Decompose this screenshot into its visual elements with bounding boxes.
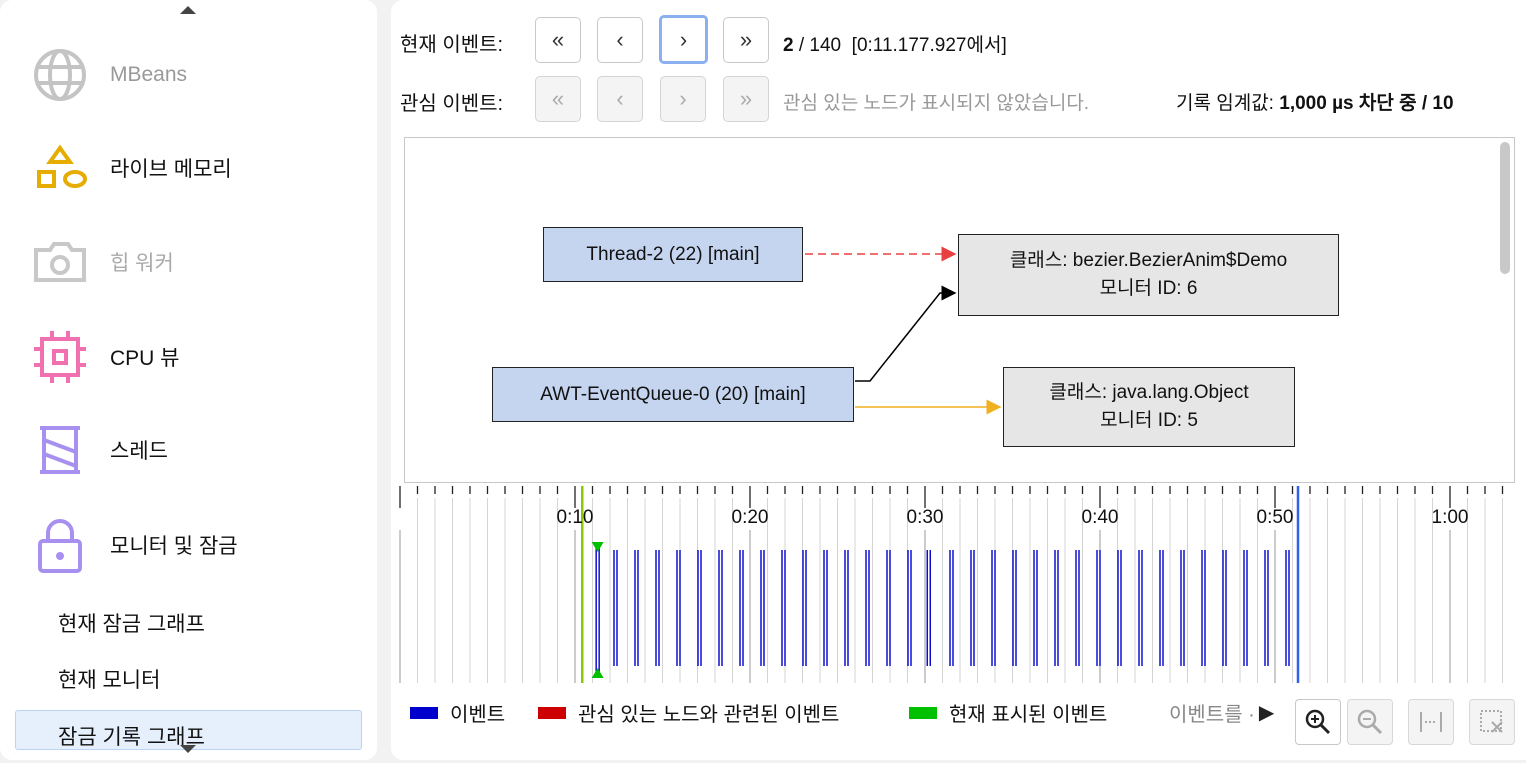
tick-label: 1:00 [1431,507,1469,528]
sidebar-item-cpu[interactable]: CPU 뷰 [30,327,180,387]
zoom-out-icon [1357,709,1383,735]
sidebar-item-monitors-locks[interactable]: 모니터 및 잠금 [30,515,238,575]
legend-related: 관심 있는 노드와 관련된 이벤트 [538,698,839,727]
sidebar-item-live-memory[interactable]: 라이브 메모리 [30,138,232,198]
sidebar-item-label: 힙 워커 [110,252,174,275]
sidebar: MBeans 라이브 메모리 힙 워커 CPU 뷰 스레드 모니터 및 잠금 현… [0,0,377,760]
graph-scrollbar[interactable] [1500,142,1510,274]
event-total: / 140 [0:11.177.927에서] [793,35,1007,56]
tick-label: 0:20 [731,507,769,528]
monitor-node-demo[interactable]: 클래스: bezier.BezierAnim$Demo 모니터 ID: 6 [958,234,1339,316]
cpu-icon [34,331,86,383]
legend-swatch [538,706,566,719]
threshold-label: 기록 임계값: [1176,93,1274,114]
zoom-out-button[interactable] [1347,699,1393,745]
node-class: 클래스: java.lang.Object [1049,382,1249,403]
sidebar-subitem-lock-history-graph[interactable]: 잠금 기록 그래프 [15,710,362,750]
sidebar-item-label: 모니터 및 잠금 [110,535,238,558]
first-interest-button[interactable]: « [535,76,581,122]
legend-more: 이벤트를 · [1169,704,1255,726]
legend-events: 이벤트 [410,698,505,727]
sidebar-item-label: 스레드 [110,440,168,463]
tick-label: 0:40 [1081,507,1119,528]
sidebar-item-heap-walker[interactable]: 힙 워커 [30,232,174,292]
spool-icon [40,426,80,474]
zoom-in-button[interactable] [1295,699,1341,745]
threshold: 기록 임계값: 1,000 µs 차단 중 / 10 [1176,88,1454,115]
scroll-up-icon[interactable] [180,6,196,14]
event-position: 2 / 140 [0:11.177.927에서] [783,30,1007,57]
prev-event-button[interactable]: ‹ [597,17,643,63]
next-interest-button[interactable]: › [660,76,706,122]
legend-swatch [410,706,438,719]
owns-edge [855,285,957,382]
node-monitor-id: 모니터 ID: 5 [1100,410,1198,431]
sidebar-item-mbeans[interactable]: MBeans [30,45,187,105]
next-event-button[interactable]: › [659,15,708,64]
interest-event-label: 관심 이벤트: [400,93,504,115]
interest-status: 관심 있는 노드가 표시되지 않았습니다. [783,93,1090,114]
sidebar-item-label: MBeans [110,63,188,86]
zoom-in-icon [1305,709,1331,735]
fit-width-button[interactable] [1408,699,1454,745]
sidebar-item-label: 라이브 메모리 [110,158,232,181]
legend-label: 이벤트 [450,704,506,726]
sidebar-subitem-current-lock-graph[interactable]: 현재 잠금 그래프 [58,613,205,636]
more-arrow-icon[interactable]: ▶ [1258,702,1275,724]
first-event-button[interactable]: « [535,17,581,63]
sidebar-item-label: CPU 뷰 [110,347,180,370]
globe-icon [34,49,86,101]
shapes-icon [37,144,87,188]
legend-label: 현재 표시된 이벤트 [949,704,1108,726]
node-class: 클래스: bezier.BezierAnim$Demo [1009,250,1288,271]
sidebar-item-threads[interactable]: 스레드 [30,420,168,480]
sidebar-subitem-current-monitors[interactable]: 현재 모니터 [58,669,161,692]
fit-width-icon [1420,712,1442,732]
camera-icon [34,242,86,282]
threshold-value: 1,000 µs [1279,93,1354,114]
node-label: Thread-2 (22) [main] [586,243,760,265]
tick-label: 0:10 [556,507,594,528]
scroll-down-icon[interactable] [180,745,196,753]
tick-label: 0:30 [906,507,944,528]
prev-interest-button[interactable]: ‹ [597,76,643,122]
thread-node-thread-2[interactable]: Thread-2 (22) [main] [543,227,803,282]
lock-icon [38,519,82,573]
legend-overflow: 이벤트를 ·▶ [1169,698,1274,727]
legend-swatch [909,706,937,719]
last-event-button[interactable]: » [723,17,769,63]
tick-label: 0:50 [1256,507,1294,528]
legend-label: 관심 있는 노드와 관련된 이벤트 [578,704,840,726]
current-event-top-icon [591,542,604,552]
current-index: 2 [783,35,794,56]
thread-node-awt[interactable]: AWT-EventQueue-0 (20) [main] [492,367,854,422]
clear-selection-icon [1480,710,1503,733]
monitor-node-object[interactable]: 클래스: java.lang.Object 모니터 ID: 5 [1003,367,1295,447]
node-monitor-id: 모니터 ID: 6 [1099,278,1198,299]
current-event-label: 현재 이벤트: [400,34,504,56]
current-event-bottom-icon [591,668,604,678]
node-label: AWT-EventQueue-0 (20) [main] [540,383,806,405]
last-interest-button[interactable]: » [723,76,769,122]
legend-current: 현재 표시된 이벤트 [909,698,1107,727]
threshold-rest: 차단 중 / 10 [1353,93,1454,114]
sidebar-subitem-label: 잠금 기록 그래프 [58,726,205,749]
clear-selection-button[interactable] [1469,699,1515,745]
